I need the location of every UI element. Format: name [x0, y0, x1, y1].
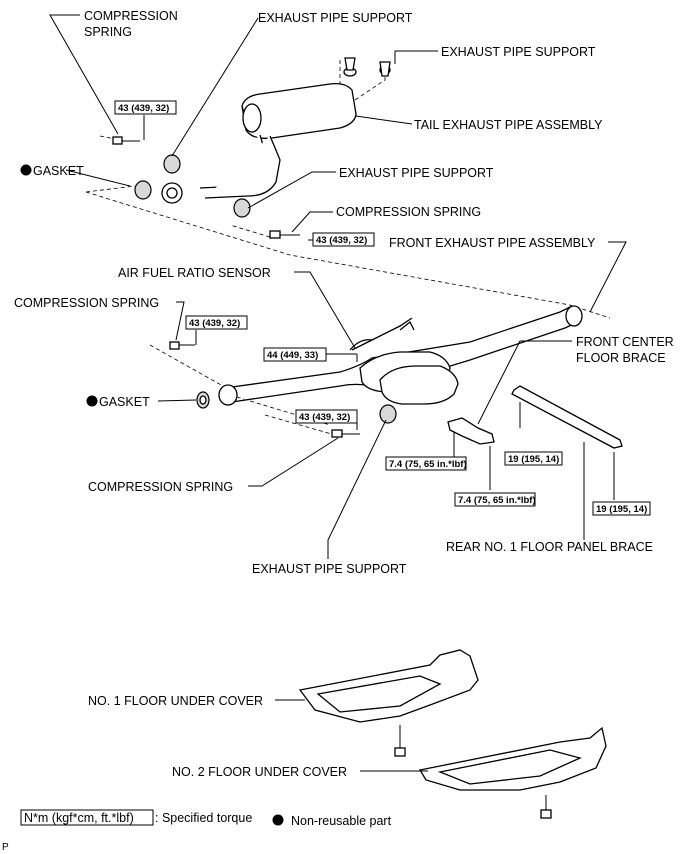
- torque-box: 19 (195, 14): [596, 504, 647, 515]
- corner-mark: P: [2, 842, 9, 853]
- legend: N*m (kgf*cm, ft.*lbf) : Specified torque…: [2, 809, 392, 853]
- label-compression-spring-left: COMPRESSION SPRING: [14, 296, 159, 310]
- label-exhaust-pipe-support-mid: EXHAUST PIPE SUPPORT: [339, 166, 494, 180]
- compression-spring-mid: [269, 230, 281, 239]
- floor-braces: [447, 385, 623, 470]
- label-compression-spring-bottom: COMPRESSION SPRING: [88, 480, 233, 494]
- tail-exhaust-pipe-assembly: [199, 57, 391, 199]
- upper-small-parts: [112, 136, 300, 239]
- compression-spring-left: [169, 341, 180, 350]
- label-air-fuel-ratio-sensor: AIR FUEL RATIO SENSOR: [118, 266, 271, 280]
- legend-nonreusable: Non-reusable part: [291, 814, 392, 828]
- gasket-upper: [134, 180, 152, 200]
- part-labels: COMPRESSION SPRING EXHAUST PIPE SUPPORT …: [14, 9, 674, 779]
- label-gasket-lower: GASKET: [99, 395, 150, 409]
- label-exhaust-pipe-support-top: EXHAUST PIPE SUPPORT: [258, 11, 413, 25]
- label-front-exhaust-pipe-assembly: FRONT EXHAUST PIPE ASSEMBLY: [389, 236, 596, 250]
- label-gasket-top: GASKET: [33, 164, 84, 178]
- rear-no1-floor-panel-brace: [511, 385, 623, 449]
- label-compression-spring-mid: COMPRESSION SPRING: [336, 205, 481, 219]
- compression-spring-lower: [331, 429, 343, 438]
- label-front-center-floor-brace-2: FLOOR BRACE: [576, 351, 666, 365]
- label-compression-spring-tl: COMPRESSION: [84, 9, 178, 23]
- label-compression-spring-tl-2: SPRING: [84, 25, 132, 39]
- torque-values: 43 (439, 32) 43 (439, 32) 43 (439, 32) 4…: [114, 100, 651, 516]
- torque-box: 43 (439, 32): [118, 103, 169, 114]
- torque-box: 7.4 (75, 65 in.*lbf): [458, 495, 536, 506]
- front-exhaust-pipe-assembly: [218, 305, 583, 406]
- torque-box: 44 (449, 33): [267, 350, 318, 361]
- nonreusable-dot-icon: [20, 164, 32, 176]
- exhaust-pipe-support-lower: [379, 404, 397, 424]
- torque-box: 7.4 (75, 65 in.*lbf): [389, 459, 467, 470]
- label-exhaust-pipe-support-right: EXHAUST PIPE SUPPORT: [441, 45, 596, 59]
- legend-torque-unit: N*m (kgf*cm, ft.*lbf): [24, 811, 134, 825]
- front-center-floor-brace: [447, 417, 495, 445]
- label-front-center-floor-brace: FRONT CENTER: [576, 335, 674, 349]
- lower-small-parts: [169, 341, 397, 438]
- label-rear-no1-floor-panel-brace: REAR NO. 1 FLOOR PANEL BRACE: [446, 540, 653, 554]
- torque-box: 43 (439, 32): [316, 235, 367, 246]
- exhaust-pipe-support-mid: [233, 198, 251, 218]
- label-tail-exhaust-pipe-assembly: TAIL EXHAUST PIPE ASSEMBLY: [414, 118, 603, 132]
- label-no2-floor-under-cover: NO. 2 FLOOR UNDER COVER: [172, 765, 347, 779]
- nonreusable-dot-icon: [272, 814, 284, 826]
- legend-torque-desc: : Specified torque: [155, 811, 252, 825]
- floor-under-covers: [298, 649, 607, 819]
- label-exhaust-pipe-support-bottom: EXHAUST PIPE SUPPORT: [252, 562, 407, 576]
- exhaust-pipe-support-upper: [163, 154, 181, 174]
- torque-box: 43 (439, 32): [189, 318, 240, 329]
- torque-box: 19 (195, 14): [508, 454, 559, 465]
- compression-spring-upper: [112, 136, 123, 145]
- nonreusable-dot-icon: [86, 395, 98, 407]
- torque-box: 43 (439, 32): [299, 412, 350, 423]
- label-no1-floor-under-cover: NO. 1 FLOOR UNDER COVER: [88, 694, 263, 708]
